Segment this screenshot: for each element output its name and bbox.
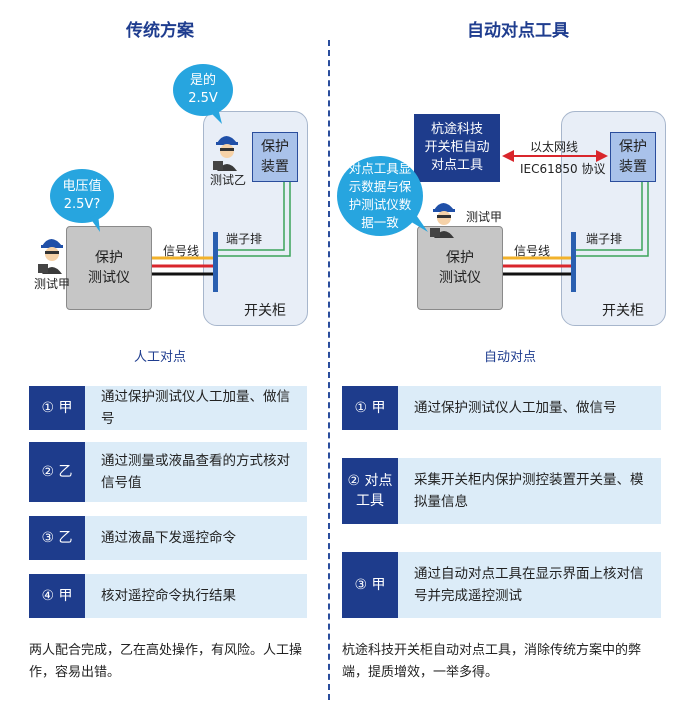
worker-icon — [430, 203, 455, 238]
left-bubble-a — [50, 169, 114, 232]
left-signal-label: 信号线 — [163, 244, 200, 258]
right-worker-a-label: 测试甲 — [466, 210, 503, 224]
right-step-1: ① 甲 通过保护测试仪人工加量、做信号 — [342, 386, 661, 430]
left-bubble-a-text: 电压值 2.5V? — [62, 179, 102, 212]
right-bubble — [337, 156, 428, 236]
center-divider — [328, 40, 330, 700]
step-badge: ② 对点 工具 — [342, 458, 398, 524]
left-bubble-b-text: 是的 2.5V — [188, 73, 218, 106]
step-badge: ④ 甲 — [29, 574, 85, 618]
left-title: 传统方案 — [126, 21, 194, 41]
right-cabinet-label: 开关柜 — [602, 303, 644, 319]
right-step-2: ② 对点 工具 采集开关柜内保护测控装置开关量、模拟量信息 — [342, 458, 661, 524]
step-badge: ② 乙 — [29, 442, 85, 502]
protocol-label: IEC61850 协议 — [520, 162, 606, 176]
step-badge: ① 甲 — [29, 386, 85, 430]
step-text: 通过保护测试仪人工加量、做信号 — [414, 400, 617, 416]
right-bubble-text: 对点工具显 示数据与保 护测试仪数 据一致 — [348, 161, 412, 230]
step-text: 通过液晶下发遥控命令 — [101, 530, 236, 546]
left-protection-tester: 保护 测试仪 — [66, 226, 152, 310]
left-device-label: 保护 装置 — [261, 139, 289, 175]
worker-icon — [213, 136, 238, 171]
right-tester-label: 保护 测试仪 — [439, 250, 481, 286]
left-worker-a-label: 测试甲 — [34, 277, 71, 291]
left-terminal-label: 端子排 — [226, 232, 263, 246]
step-text: 采集开关柜内保护测控装置开关量、模拟量信息 — [414, 472, 644, 510]
hz-tool-label: 杭途科技 开关柜自动 对点工具 — [424, 122, 490, 173]
left-footer: 两人配合完成，乙在高处操作，有风险。人工操作，容易出错。 — [29, 643, 303, 680]
ethernet-arrow — [502, 150, 608, 162]
step-text: 通过测量或液晶查看的方式核对信号值 — [101, 453, 290, 491]
left-terminal-strip — [213, 232, 218, 292]
right-caption: 自动对点 — [483, 350, 536, 365]
step-text: 通过保护测试仪人工加量、做信号 — [101, 389, 290, 427]
right-device-label: 保护 装置 — [619, 139, 647, 175]
right-terminal-strip — [571, 232, 576, 292]
left-step-1: ① 甲 通过保护测试仪人工加量、做信号 — [29, 386, 307, 430]
step-badge: ① 甲 — [342, 386, 398, 430]
left-wire-green-2 — [218, 182, 291, 257]
right-wire-green-2 — [576, 182, 649, 257]
right-protection-device: 保护 装置 — [610, 132, 656, 182]
step-text: 核对遥控命令执行结果 — [101, 588, 236, 604]
hz-auto-point-tool: 杭途科技 开关柜自动 对点工具 — [414, 114, 500, 182]
right-signal-wires — [503, 256, 572, 276]
right-signal-label: 信号线 — [514, 244, 551, 258]
left-protection-device: 保护 装置 — [252, 132, 298, 182]
left-worker-b-label: 测试乙 — [210, 173, 247, 187]
left-tester-label: 保护 测试仪 — [88, 250, 130, 286]
step-badge: ③ 甲 — [342, 552, 398, 618]
right-protection-tester: 保护 测试仪 — [417, 226, 503, 310]
left-cabinet-label: 开关柜 — [244, 303, 286, 319]
right-step-3: ③ 甲 通过自动对点工具在显示界面上核对信号并完成遥控测试 — [342, 552, 661, 618]
ethernet-label: 以太网线 — [530, 140, 579, 154]
left-caption: 人工对点 — [133, 350, 186, 365]
left-step-3: ③ 乙 通过液晶下发遥控命令 — [29, 516, 307, 560]
worker-icon — [38, 239, 63, 274]
left-wire-green-1 — [218, 182, 285, 251]
left-step-2: ② 乙 通过测量或液晶查看的方式核对信号值 — [29, 442, 307, 502]
right-wire-green-1 — [576, 182, 643, 251]
left-signal-wires — [152, 256, 214, 276]
left-step-4: ④ 甲 核对遥控命令执行结果 — [29, 574, 307, 618]
right-terminal-label: 端子排 — [586, 232, 623, 246]
right-footer: 杭途科技开关柜自动对点工具，消除传统方案中的弊端，提质增效，一举多得。 — [342, 643, 642, 680]
right-title: 自动对点工具 — [467, 21, 569, 41]
step-badge: ③ 乙 — [29, 516, 85, 560]
left-bubble-b — [173, 64, 233, 124]
step-text: 通过自动对点工具在显示界面上核对信号并完成遥控测试 — [414, 566, 644, 604]
